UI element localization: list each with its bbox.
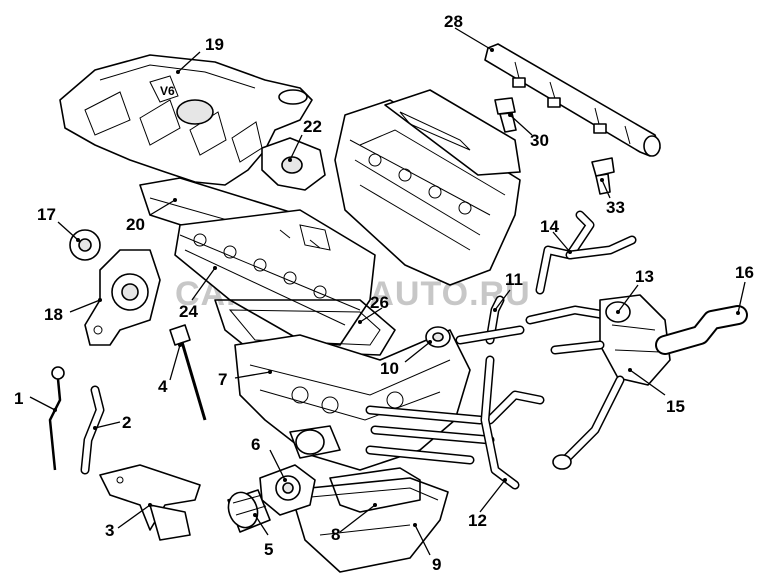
callout-7: 7 bbox=[218, 370, 227, 389]
callout-30: 30 bbox=[530, 131, 549, 150]
callout-33: 33 bbox=[606, 198, 625, 217]
coolant-hose bbox=[655, 305, 748, 355]
cylinder-head-right bbox=[334, 89, 521, 286]
oil-pan bbox=[289, 477, 449, 573]
fuel-injector bbox=[494, 97, 517, 133]
callout-5: 5 bbox=[264, 540, 273, 559]
engine-cover: V6 bbox=[59, 54, 313, 186]
callout-10: 10 bbox=[380, 359, 399, 378]
callout-4: 4 bbox=[158, 377, 168, 396]
timing-tensioner bbox=[84, 249, 161, 346]
callout-9: 9 bbox=[432, 555, 441, 574]
callout-1: 1 bbox=[14, 389, 23, 408]
callout-20: 20 bbox=[126, 215, 145, 234]
callout-3: 3 bbox=[105, 521, 114, 540]
coolant-pipe-upper bbox=[535, 210, 637, 295]
callout-8: 8 bbox=[331, 525, 340, 544]
head-gasket bbox=[214, 299, 396, 356]
idler-pulley bbox=[69, 229, 101, 261]
callout-14: 14 bbox=[540, 217, 559, 236]
fuel-rail bbox=[484, 43, 661, 157]
dipstick-tube bbox=[80, 385, 105, 475]
leader-lines bbox=[29, 27, 746, 556]
callout-24: 24 bbox=[179, 302, 198, 321]
oil-pipe-assembly bbox=[365, 355, 520, 490]
callout-17: 17 bbox=[37, 205, 56, 224]
callout-12: 12 bbox=[468, 511, 487, 530]
dipstick bbox=[48, 366, 65, 471]
oil-sensor bbox=[425, 326, 451, 348]
callout-19: 19 bbox=[205, 35, 224, 54]
callout-22: 22 bbox=[303, 117, 322, 136]
cover-logo-v6: V6 bbox=[160, 84, 175, 98]
callout-28: 28 bbox=[444, 12, 463, 31]
knock-sensor bbox=[169, 324, 207, 421]
callout-11: 11 bbox=[505, 270, 523, 289]
coolant-return-pipe bbox=[485, 375, 625, 470]
oil-pan-gasket bbox=[329, 467, 421, 513]
cylinder-head-left bbox=[174, 209, 376, 346]
callout-16: 16 bbox=[735, 263, 754, 282]
callout-2: 2 bbox=[122, 413, 131, 432]
thermostat-housing bbox=[525, 294, 671, 386]
callout-26: 26 bbox=[370, 293, 389, 312]
engine-block bbox=[234, 329, 471, 471]
callout-13: 13 bbox=[635, 267, 654, 286]
oil-pickup bbox=[99, 464, 201, 541]
callout-labels: 1 2 3 4 5 6 7 8 9 10 11 12 13 14 15 16 1… bbox=[14, 12, 754, 574]
fuel-injector-2 bbox=[591, 157, 615, 195]
callout-18: 18 bbox=[44, 305, 63, 324]
callout-15: 15 bbox=[666, 397, 685, 416]
callout-6: 6 bbox=[251, 435, 260, 454]
camshaft-cover-bracket bbox=[261, 137, 326, 191]
